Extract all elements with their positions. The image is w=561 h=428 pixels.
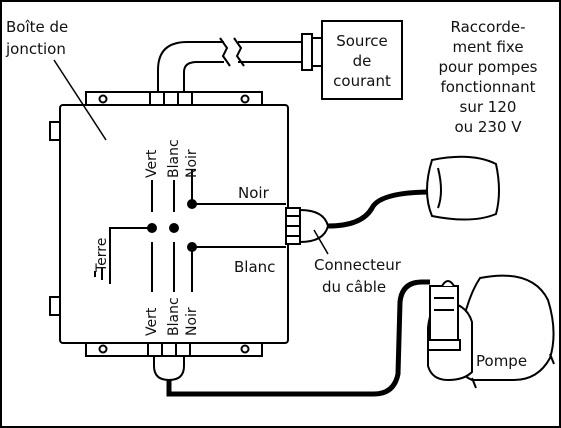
wire-label-white-bottom: Blanc [166,297,182,336]
wire-label-green-top: Vert [144,149,160,178]
junction-box-label-line2: jonction [5,40,66,58]
wire-label-black-bottom: Noir [184,307,200,336]
label-junction-box: Boîte de jonction [5,18,68,58]
conduit-fitting-top [301,33,323,71]
lead-label-white: Blanc [234,258,275,276]
cable-connector-label-line2: du câble [322,278,386,296]
label-fixed-connection: Raccorde- ment fixe pour pompes fonction… [438,18,537,136]
fixed-connection-line2: ment fixe [452,38,523,56]
power-conduit [157,37,302,94]
cable-connector-label-line1: Connecteur [314,256,402,274]
power-source-label-line3: courant [333,72,391,90]
splice-dots [147,199,197,252]
label-power-source: Source de courant [333,32,391,90]
pump-cable [166,279,430,397]
top-entry-nut [149,91,193,106]
power-source-label-line1: Source [336,32,388,50]
power-source-label-line2: de [353,52,372,70]
fixed-connection-line6: ou 230 V [454,118,522,136]
ground-label: Terre [94,238,110,273]
fixed-connection-line5: sur 120 [460,98,517,116]
wire-label-green-bottom: Vert [144,307,160,336]
float-switch [426,155,500,221]
pump [427,274,555,389]
connector-leader [313,229,329,255]
wire-label-black-top: Noir [184,149,200,178]
fixed-connection-line3: pour pompes [438,58,537,76]
fixed-connection-line4: fonctionnant [440,78,535,96]
internal-wires [109,170,286,292]
fixed-connection-line1: Raccorde- [450,18,525,36]
wire-label-white-top: Blanc [166,139,182,178]
bottom-entry-fitting [147,342,191,382]
cable-connector [285,207,330,245]
junction-box-leader [53,59,107,141]
float-switch-cable [327,189,433,229]
pump-label: Pompe [476,352,527,370]
power-source-box [321,20,403,100]
ground-symbol-icon [94,264,111,284]
lead-label-black: Noir [238,184,270,202]
junction-box-label-line1: Boîte de [6,18,68,36]
